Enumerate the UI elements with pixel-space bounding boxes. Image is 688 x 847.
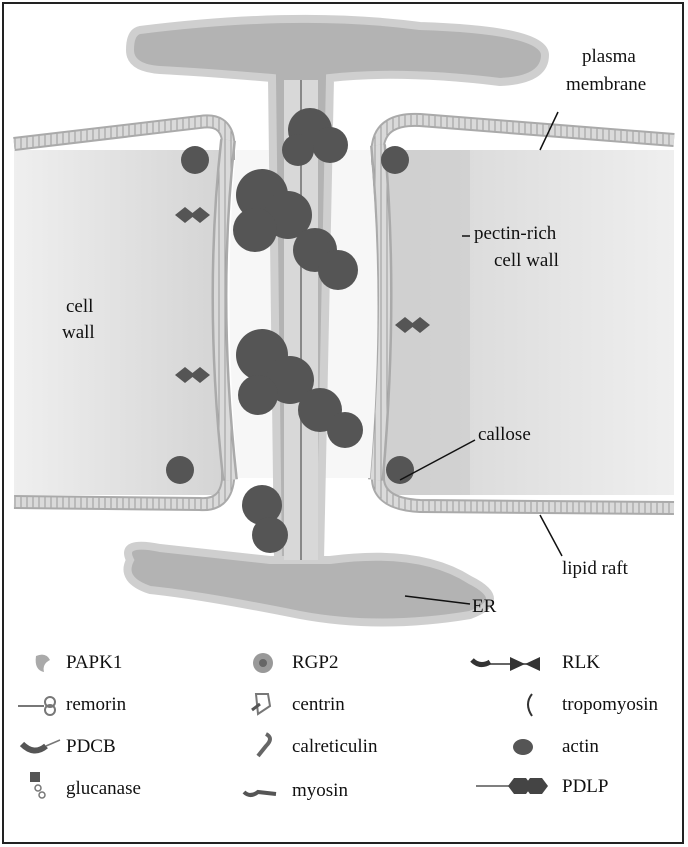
label-er: ER [472,596,496,618]
actin-icon [508,734,538,760]
legend-label-papk1: PAPK1 [66,652,122,674]
legend-label-rgp2: RGP2 [292,652,338,674]
label-lipid-raft: lipid raft [562,558,628,580]
rgp2-icon [248,650,278,676]
legend-label-pdlp: PDLP [562,776,608,798]
label-cell-wall-2: wall [62,322,95,344]
label-plasma-membrane-1: plasma [582,46,636,68]
plasmodesma-diagram [0,0,688,640]
legend-label-glucanase: glucanase [66,778,141,800]
legend-label-rlk: RLK [562,652,600,674]
legend-label-calreticulin: calreticulin [292,736,377,758]
label-cell-wall-1: cell [66,296,93,318]
remorin-icon [16,692,62,718]
legend-label-tropomyosin: tropomyosin [562,694,658,716]
label-callose: callose [478,424,531,446]
tropomyosin-icon [520,690,540,720]
rlk-icon [470,652,550,676]
legend-label-pdcb: PDCB [66,736,116,758]
calreticulin-icon [248,730,278,760]
legend-label-centrin: centrin [292,694,345,716]
pdcb-icon [18,734,64,760]
label-pectin-1: pectin-rich [474,223,556,245]
papk1-icon [26,650,56,676]
pdlp-icon [474,774,554,798]
centrin-icon [248,690,278,720]
legend-label-remorin: remorin [66,694,126,716]
glucanase-icon [26,770,56,806]
cell-wall-left [14,150,224,495]
label-plasma-membrane-2: membrane [566,74,646,96]
legend-label-myosin: myosin [292,780,348,802]
label-pectin-2: cell wall [494,250,559,272]
legend-label-actin: actin [562,736,599,758]
myosin-icon [240,778,280,804]
